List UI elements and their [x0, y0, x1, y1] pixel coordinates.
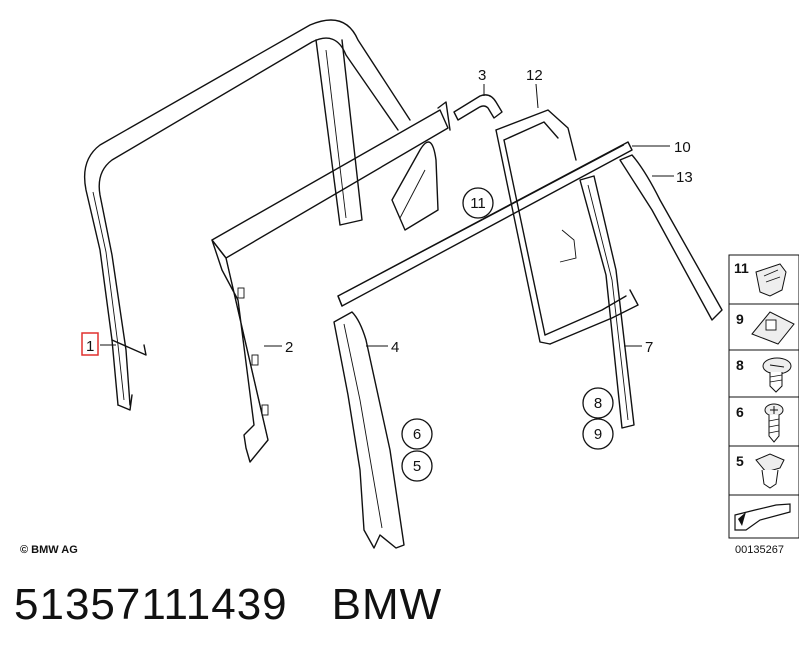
circled-label-5: 5	[401, 450, 433, 482]
circled-label-8: 8	[582, 387, 614, 419]
brand-name: BMW	[331, 580, 443, 629]
label-part-1: 1	[86, 338, 94, 355]
circled-label-6: 6	[401, 418, 433, 450]
legend-num-6: 6	[736, 404, 744, 420]
legend-num-9: 9	[736, 311, 744, 327]
label-part-7: 7	[645, 339, 653, 356]
label-part-13: 13	[676, 169, 693, 186]
legend-num-5: 5	[736, 453, 744, 469]
part-10-waist-seal	[337, 141, 633, 307]
label-part-4: 4	[391, 339, 399, 356]
copyright-text: © BMW AG	[20, 544, 78, 556]
svg-text:11: 11	[470, 195, 486, 212]
label-part-12: 12	[526, 67, 543, 84]
part-1-window-frame-seal	[83, 19, 411, 411]
expansion-nut-icon	[755, 453, 785, 489]
svg-text:8: 8	[594, 395, 602, 412]
clip-icon	[755, 263, 787, 297]
part-2-guide-rail	[211, 101, 451, 463]
leader-lines	[100, 83, 674, 347]
label-part-10: 10	[674, 139, 691, 156]
arrow-icon	[734, 503, 791, 531]
part-3-corner-trim	[453, 94, 503, 121]
legend-num-8: 8	[736, 357, 744, 373]
label-part-1-highlight	[81, 332, 99, 356]
circled-label-11: 11	[462, 187, 494, 219]
label-part-2: 2	[285, 339, 293, 356]
part-12-window-channel	[495, 109, 639, 345]
fastener-legend: 11 9 8 6 5	[728, 254, 799, 539]
round-screw-icon	[762, 357, 792, 393]
part-number: 51357111439	[14, 580, 288, 629]
cross-screw-icon	[764, 403, 784, 443]
part-number-footer: 51357111439 BMW	[14, 580, 486, 630]
svg-text:9: 9	[594, 426, 602, 443]
svg-text:6: 6	[413, 426, 421, 443]
part-7-door-strip	[579, 175, 635, 429]
part-13-pillar-strip	[619, 154, 723, 321]
bracket-clip-icon	[751, 311, 795, 345]
circled-label-9: 9	[582, 418, 614, 450]
legend-num-11: 11	[734, 260, 749, 276]
part-4-pillar-cover	[333, 311, 405, 549]
diagram-code: 00135267	[735, 544, 784, 556]
label-part-3: 3	[478, 67, 486, 84]
svg-text:5: 5	[413, 458, 421, 475]
